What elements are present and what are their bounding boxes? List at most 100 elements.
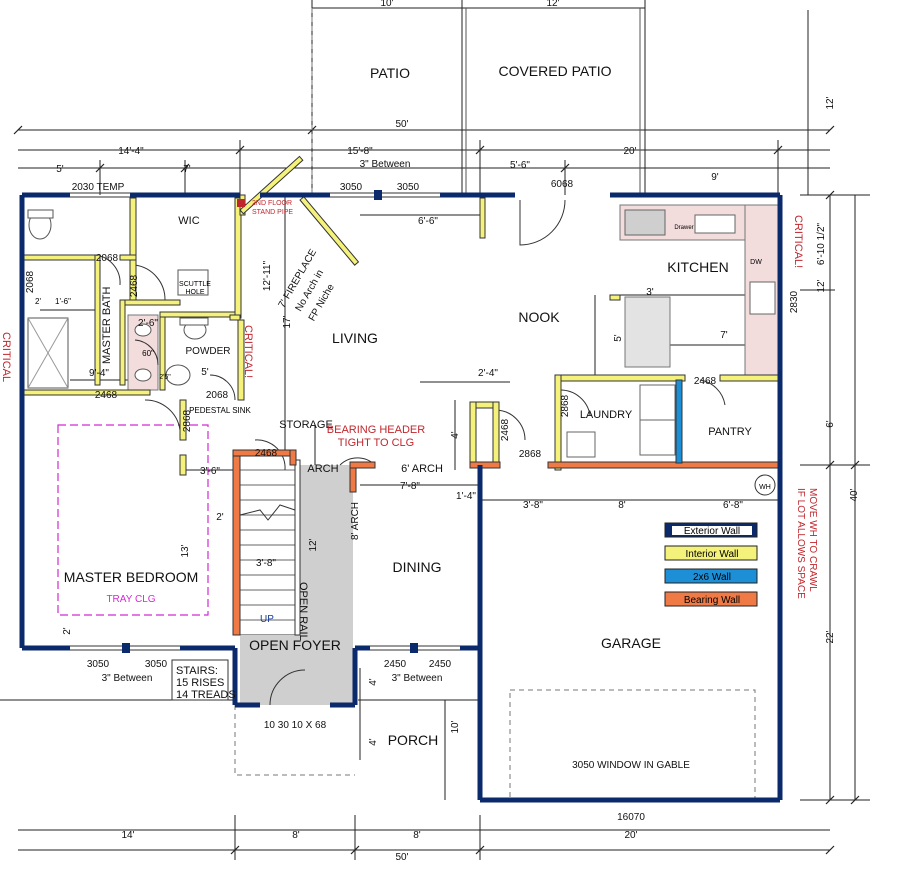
- stair-up-label: UP: [260, 614, 274, 625]
- dimension-label: 8': [413, 830, 421, 841]
- door-label: 2868: [519, 449, 542, 460]
- door-label: 2068: [96, 253, 119, 264]
- window-label: 2450: [384, 659, 407, 670]
- stairs-info: STAIRS:: [176, 665, 218, 677]
- washer-icon: [639, 419, 676, 456]
- scuttle-note: HOLE: [185, 289, 204, 296]
- dimension-label: 2'-4": [478, 368, 498, 379]
- dimension-label: 17': [282, 315, 293, 328]
- dimension-label: 1'-4": [456, 491, 476, 502]
- door-label: 2068: [206, 390, 229, 401]
- dimension-label: 3'-8": [256, 558, 276, 569]
- patio-outline: [311, 8, 641, 195]
- move-wh-note: MOVE WH TO CRAWL: [807, 488, 818, 592]
- shower-size-label: 60": [142, 349, 154, 358]
- dimension-label: 2': [35, 297, 41, 306]
- door-label: 6068: [551, 179, 574, 190]
- scuttle-hole-box: [177, 269, 209, 296]
- dimension-label: 5': [56, 164, 64, 175]
- window-label: 2830: [789, 290, 800, 313]
- stand-pipe-note: STAND PIPE: [252, 209, 293, 216]
- vanity-sink-icon: [134, 368, 152, 382]
- window-label: 2030 TEMP: [72, 182, 125, 193]
- room-label-master-bedroom: MASTER BEDROOM: [64, 569, 199, 585]
- dimension-label: 1'-6": [55, 297, 71, 306]
- dimension-ticks: [13, 125, 860, 855]
- room-label-nook: NOOK: [518, 309, 560, 325]
- dimension-label: 7': [183, 164, 191, 175]
- door-label: 2868: [182, 409, 193, 432]
- window-between-label: 3" Between: [360, 159, 411, 170]
- legend-label: Bearing Wall: [684, 595, 740, 606]
- stairs-info-box: [171, 659, 229, 701]
- front-door-label: 10 30 10 X 68: [264, 720, 327, 731]
- door-label: 2468: [694, 376, 717, 387]
- 2x6-walls: [675, 379, 683, 464]
- laundry-sink-icon: [566, 431, 596, 458]
- garage-door-label: 16070: [617, 812, 645, 823]
- interior-walls: [19, 155, 781, 476]
- dimension-label: 6': [825, 420, 836, 428]
- window-label: 3050: [397, 182, 420, 193]
- dimension-label: 13': [180, 544, 191, 557]
- stairs-info: 15 RISES: [176, 677, 224, 689]
- pedestal-sink-note: PEDESTAL SINK: [189, 406, 251, 415]
- exterior-walls: [19, 192, 783, 803]
- dimension-label: 10': [380, 0, 393, 9]
- dimension-label: 8': [618, 500, 626, 511]
- dimension-label: 4': [368, 738, 379, 746]
- room-label-living: LIVING: [332, 330, 378, 346]
- stand-pipe-note: 2ND FLOOR: [252, 200, 292, 207]
- stairs-info: 14 TREADS: [176, 689, 236, 701]
- room-label-open-foyer: OPEN FOYER: [249, 637, 341, 653]
- dimension-label: 6'-10 1/2": [816, 222, 827, 265]
- dimension-label: 3': [646, 287, 654, 298]
- dimension-label: 20': [623, 146, 636, 157]
- room-label-garage: GARAGE: [601, 635, 661, 651]
- pedestal-sink-icon: [165, 364, 191, 386]
- wall-legend: Exterior Wall Interior Wall 2x6 Wall Bea…: [664, 522, 758, 607]
- water-heater-label: WH: [759, 484, 771, 491]
- stair-treads: [240, 469, 295, 621]
- foyer-landing: [240, 635, 353, 705]
- open-rail: [294, 459, 301, 636]
- dimension-label: 4': [450, 431, 461, 439]
- dishwasher-label: DW: [750, 259, 762, 266]
- dimension-label: 6'-6": [418, 216, 438, 227]
- window-label: 2450: [429, 659, 452, 670]
- dimension-label: 7'-8": [400, 481, 420, 492]
- window-label: 3050: [87, 659, 110, 670]
- stair-break-line: [239, 504, 296, 521]
- door-label: 2068: [25, 270, 36, 293]
- dimension-label: 2'-6": [138, 318, 158, 329]
- legend-label-bg: [672, 526, 752, 535]
- dimension-label: 4': [368, 678, 379, 686]
- vanity-sink-icon: [134, 323, 152, 337]
- window-label: 3050: [145, 659, 168, 670]
- dimension-label: 2'6": [159, 374, 171, 381]
- dimension-label: 12'-11": [262, 260, 273, 291]
- stand-pipe-marker: [237, 199, 245, 207]
- dimension-label: 40': [849, 488, 860, 501]
- tray-ceiling-note: TRAY CLG: [106, 594, 155, 605]
- drawer-label: Drawer: [674, 225, 693, 231]
- kitchen-island: [624, 296, 671, 368]
- arch-label: 6' ARCH: [401, 463, 443, 475]
- room-label-patio: PATIO: [370, 65, 410, 81]
- room-label-porch: PORCH: [388, 732, 439, 748]
- dimension-label: 9'-4": [89, 368, 109, 379]
- room-label-master-bath: MASTER BATH: [101, 287, 113, 364]
- window-mullion: [410, 643, 418, 653]
- dimension-label: 22': [825, 630, 836, 643]
- garage-door-outline: [509, 689, 756, 801]
- door-label: 2468: [255, 448, 278, 459]
- porch-outline: [234, 705, 355, 776]
- dimension-lines: [0, 0, 870, 860]
- range-icon: [624, 209, 666, 236]
- arch-label: ARCH: [307, 463, 338, 475]
- legend-label: Exterior Wall: [684, 526, 740, 537]
- kitchen-sink-icon: [694, 214, 736, 234]
- critical-note-kitchen: CRITICAL!: [792, 215, 804, 268]
- dimension-label: 50': [395, 119, 408, 130]
